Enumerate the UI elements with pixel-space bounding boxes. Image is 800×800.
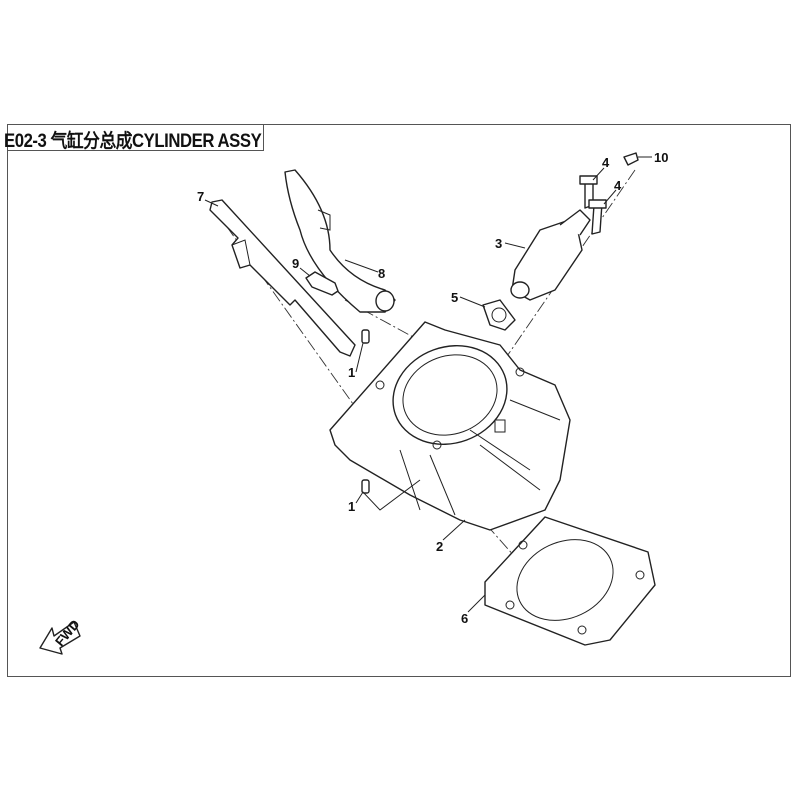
- part-2-cylinder: [329, 321, 571, 531]
- callout-1b: 1: [348, 499, 355, 514]
- title-box: [7, 124, 264, 151]
- callout-6: 6: [461, 611, 468, 626]
- diagram-title: E02-3 气缸分总成CYLINDER ASSY: [4, 131, 262, 152]
- diagram-frame: [7, 124, 791, 677]
- callout-4a: 4: [602, 155, 610, 170]
- callout-7: 7: [197, 189, 204, 204]
- callout-1a: 1: [348, 365, 355, 380]
- part-10-screw: [623, 152, 639, 166]
- part-7-chain-guide: [209, 199, 356, 357]
- callout-8: 8: [378, 266, 385, 281]
- part-8-tensioner-guide: [284, 169, 396, 313]
- callout-4b: 4: [614, 178, 622, 193]
- part-4-bolts: [579, 175, 607, 235]
- callout-5: 5: [451, 290, 458, 305]
- fwd-arrow-icon: FWD: [39, 617, 83, 655]
- callout-9: 9: [292, 256, 299, 271]
- callout-3: 3: [495, 236, 502, 251]
- callout-labels: 7 8 9 4 10 4 3 5 1 1 2 6: [197, 150, 668, 626]
- part-9-guide-bolt: [305, 271, 339, 296]
- callout-2: 2: [436, 539, 443, 554]
- part-5-tensioner-gasket: [482, 299, 516, 331]
- callout-10: 10: [654, 150, 668, 165]
- part-1-dowel-pins: [361, 329, 370, 494]
- part-3-chain-tensioner: [510, 209, 591, 301]
- leader-lines: [204, 156, 652, 613]
- part-6-cylinder-gasket: [484, 516, 656, 646]
